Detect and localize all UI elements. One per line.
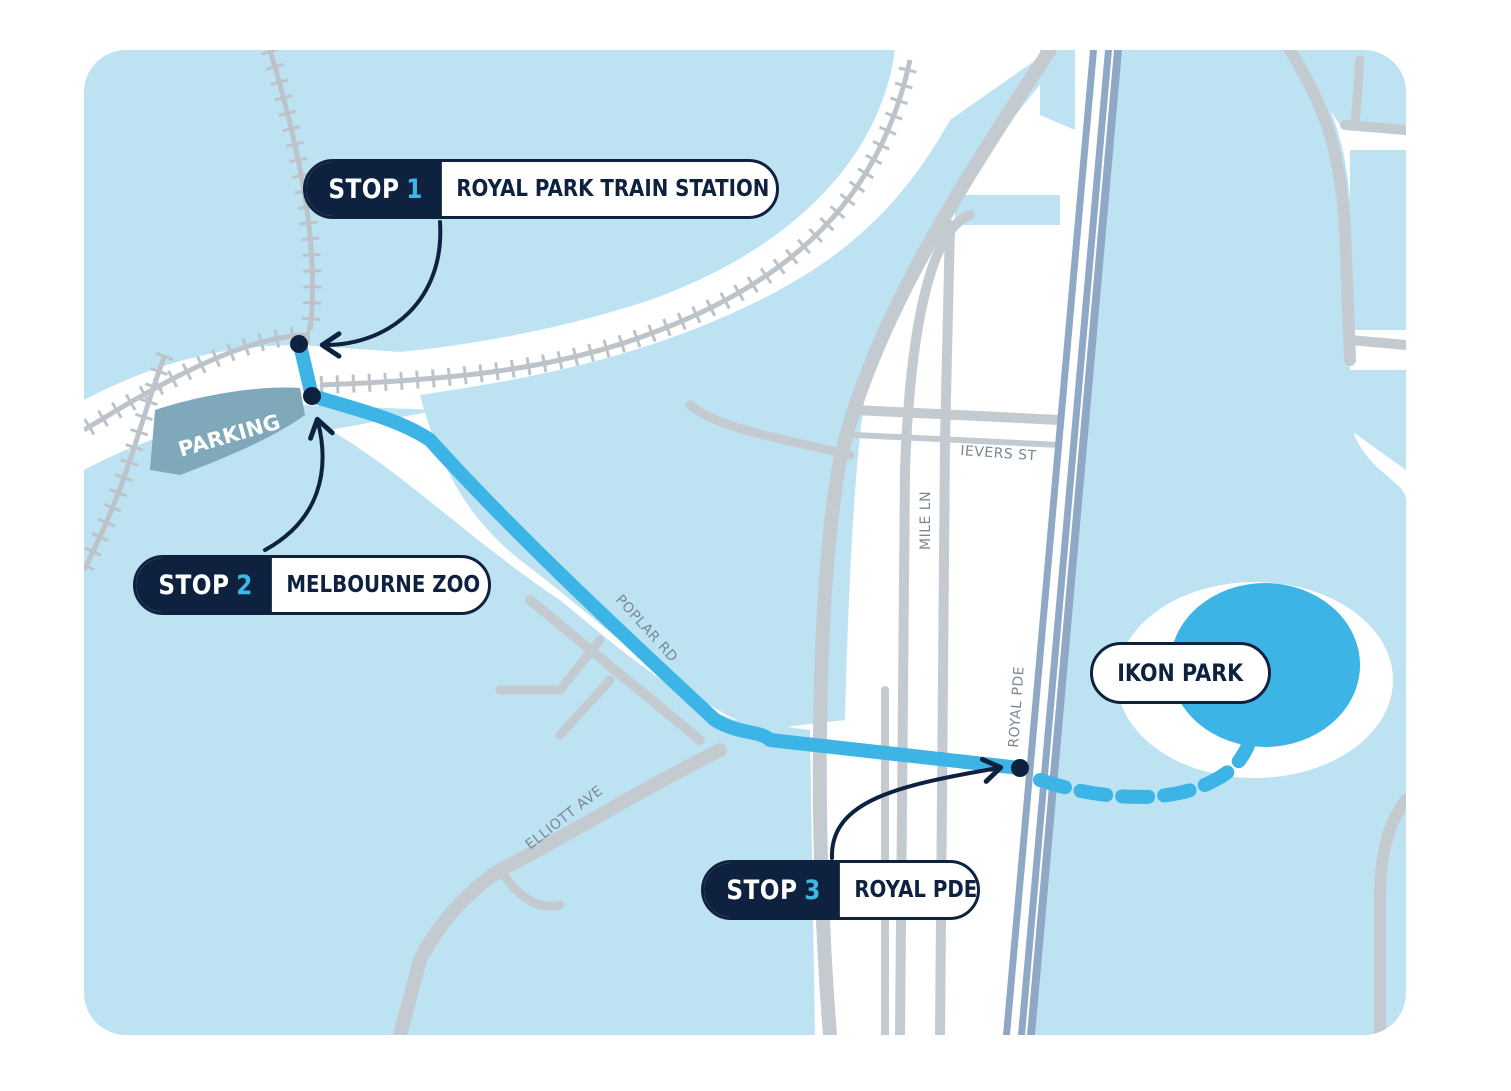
stop-2-marker xyxy=(303,387,321,405)
stop-1-number: 1 xyxy=(406,173,423,205)
street-label-royal-pde: ROYAL PDE xyxy=(1006,666,1028,749)
stop-3-badge: STOP 3 xyxy=(704,863,840,917)
stop-3-callout: STOP 3 ROYAL PDE xyxy=(701,860,980,920)
stop-3-marker xyxy=(1011,759,1029,777)
ikon-park-text: IKON PARK xyxy=(1117,659,1244,687)
stop-3-place: ROYAL PDE xyxy=(854,877,978,903)
callout-arrows xyxy=(263,220,1004,860)
stop-3-number: 3 xyxy=(804,874,821,906)
stop-1-callout: STOP 1 ROYAL PARK TRAIN STATION xyxy=(303,159,779,219)
walking-route xyxy=(293,338,1257,804)
stop-2-callout: STOP 2 MELBOURNE ZOO xyxy=(133,555,491,615)
stop-2-prefix: STOP xyxy=(158,569,230,601)
stop-2-badge: STOP 2 xyxy=(136,558,272,612)
stop-1-marker xyxy=(290,335,308,353)
stop-1-badge: STOP 1 xyxy=(306,162,442,216)
stop-1-place: ROYAL PARK TRAIN STATION xyxy=(456,176,770,202)
stop-2-place: MELBOURNE ZOO xyxy=(286,572,481,598)
ikon-park-label: IKON PARK xyxy=(1090,642,1271,704)
park-areas xyxy=(84,50,1406,1035)
stop-2-number: 2 xyxy=(236,569,253,601)
street-label-mile-ln: MILE LN xyxy=(918,491,934,550)
street-label-ievers-st: IEVERS ST xyxy=(960,443,1037,464)
stop-1-prefix: STOP xyxy=(328,173,400,205)
stop-3-prefix: STOP xyxy=(726,874,798,906)
roads xyxy=(393,50,1406,1035)
